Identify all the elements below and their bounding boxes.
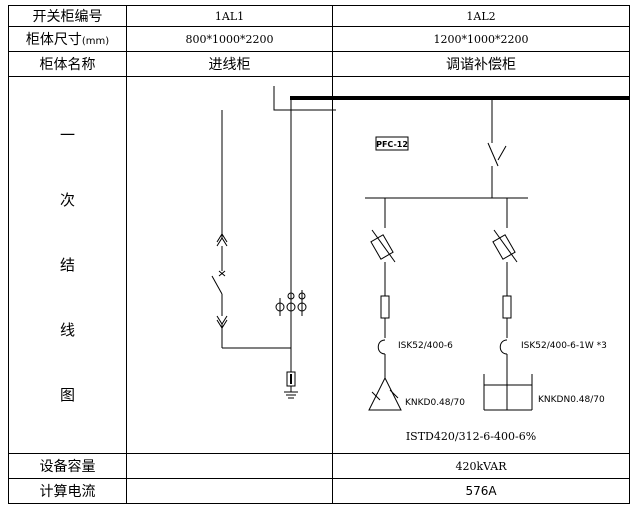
row-cabinet-name: 柜体名称 进线柜 调谐补偿柜 [8,51,630,77]
reactor-left-label: ISK52/400-6 [398,341,453,351]
label-cabinet-size-unit: (mm) [81,36,110,47]
fuse-icon [370,234,394,260]
controller-label: PFC-12 [376,140,408,149]
compensation-switch-blade [487,142,499,167]
label-cabinet-name: 柜体名称 [8,51,127,77]
row-equipment-capacity: 设备容量 420kVAR [8,453,630,479]
controller-box [375,136,409,151]
diagram-cell-1al1 [126,76,333,454]
cabinet-size-1al2: 1200*1000*2200 [332,26,630,52]
primary-wiring-char: 次 [59,190,75,209]
primary-wiring-char: 图 [59,385,75,404]
incoming-switch-blade [211,275,223,295]
label-calculated-current: 计算电流 [8,478,127,504]
capacitor-delta-icon [368,377,402,411]
row-cabinet-size: 柜体尺寸(mm) 800*1000*2200 1200*1000*2200 [8,26,630,52]
calculated-current-1al2: 576A [332,478,630,504]
primary-wiring-char: 线 [59,320,75,339]
primary-wiring-char: 结 [59,255,75,274]
compensation-model-label: ISTD420/312-6-400-6% [406,430,536,443]
thyristor-switch-icon [502,295,512,319]
withdrawable-contact-top [216,237,228,247]
bus-tie-line [273,86,336,111]
row-calculated-current: 计算电流 576A [8,478,630,504]
capacitor-right-label: KNKDN0.48/70 [538,395,605,405]
reactor-icon [499,339,508,355]
reactor-icon [377,339,386,355]
ct-icon [286,302,296,312]
thyristor-switch-icon [380,295,390,319]
label-cabinet-size-main: 柜体尺寸 [25,32,82,48]
reactor-right-label: ISK52/400-6-1W *3 [521,341,607,351]
equipment-capacity-1al1 [126,453,333,479]
cabinet-size-1al1: 800*1000*2200 [126,26,333,52]
primary-wiring-char: 一 [59,125,75,144]
label-primary-wiring: 一 次 结 线 图 [8,76,127,454]
calculated-current-1al1 [126,478,333,504]
fuse-icon [492,234,516,260]
capacitor-left-label: KNKD0.48/70 [405,398,465,408]
